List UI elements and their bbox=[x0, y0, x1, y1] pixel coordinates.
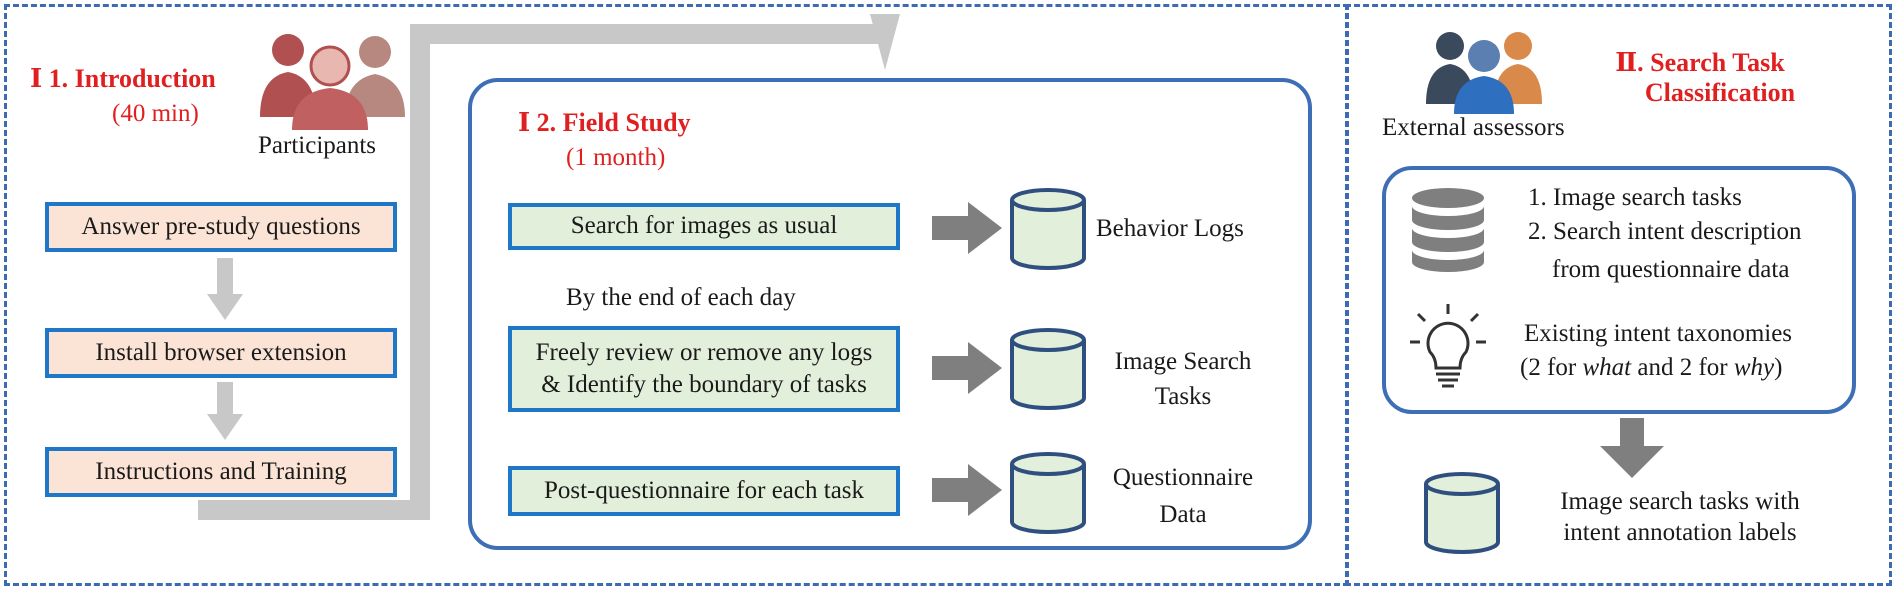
field-study-title: Ⅰ 2. Field Study bbox=[518, 108, 691, 137]
image-search-tasks-line1: Image Search bbox=[1114, 348, 1252, 375]
post-questionnaire-box: Post-questionnaire for each task bbox=[508, 466, 900, 516]
result-db-icon bbox=[1424, 472, 1500, 554]
result-line1: Image search tasks with bbox=[1560, 488, 1800, 515]
image-search-tasks-line2: Tasks bbox=[1154, 383, 1212, 411]
taxonomy-why: why bbox=[1733, 354, 1775, 381]
classification-inputs-panel bbox=[1382, 166, 1856, 414]
input-item-2-cont: from questionnaire data bbox=[1552, 256, 1790, 283]
image-search-tasks-label: Image Search Tasks bbox=[1088, 346, 1278, 413]
right-arrow-3 bbox=[932, 464, 1002, 516]
taxonomy-line1: Existing intent taxonomies bbox=[1524, 320, 1793, 347]
assessors-label: External assessors bbox=[1382, 114, 1565, 141]
step-instructions-training: Instructions and Training bbox=[45, 447, 397, 497]
step-install-extension: Install browser extension bbox=[45, 328, 397, 378]
review-logs-line1: Freely review or remove any logs bbox=[535, 338, 873, 366]
input-item-1: 1. Image search tasks bbox=[1528, 184, 1742, 211]
end-of-day-text: By the end of each day bbox=[566, 284, 796, 311]
section-2-title: Ⅱ. Search Task Classification bbox=[1570, 48, 1830, 108]
intro-title: Ⅰ 1. Introduction bbox=[30, 64, 216, 93]
assessors-icon bbox=[1426, 32, 1542, 114]
section-2-title-line1: Ⅱ. Search Task bbox=[1615, 48, 1785, 77]
questionnaire-db-icon bbox=[1010, 452, 1086, 534]
participants-label: Participants bbox=[258, 132, 377, 159]
database-stack-icon bbox=[1412, 188, 1484, 272]
result-label: Image search tasks with intent annotatio… bbox=[1520, 486, 1840, 549]
review-logs-box: Freely review or remove any logs & Ident… bbox=[508, 326, 900, 412]
section-2-frame bbox=[1345, 4, 1892, 586]
behavior-logs-db-icon bbox=[1010, 188, 1086, 270]
down-arrow-1 bbox=[207, 258, 243, 320]
section-2-title-line2: Classification bbox=[1644, 78, 1796, 107]
taxonomy-mid: and 2 for bbox=[1631, 354, 1734, 381]
taxonomy-what: what bbox=[1582, 354, 1632, 381]
search-images-box: Search for images as usual bbox=[508, 203, 900, 250]
result-line2: intent annotation labels bbox=[1563, 519, 1797, 547]
right-arrow-1 bbox=[932, 202, 1002, 254]
taxonomy-pre: (2 for bbox=[1520, 354, 1583, 381]
review-logs-line2: & Identify the boundary of tasks bbox=[541, 371, 867, 398]
step-pre-study-questions: Answer pre-study questions bbox=[45, 202, 397, 252]
down-arrow-result bbox=[1600, 418, 1664, 478]
image-search-tasks-db-icon bbox=[1010, 328, 1086, 410]
right-arrow-2 bbox=[932, 342, 1002, 394]
taxonomy-end: ) bbox=[1774, 354, 1783, 381]
connector-arrowhead bbox=[870, 14, 900, 70]
down-arrow-2 bbox=[207, 382, 243, 440]
participants-icon bbox=[260, 34, 405, 130]
input-item-2: 2. Search intent description bbox=[1528, 218, 1802, 245]
questionnaire-data-label: Questionnaire Data bbox=[1088, 462, 1278, 531]
behavior-logs-label: Behavior Logs bbox=[1096, 215, 1244, 242]
lightbulb-icon bbox=[1410, 304, 1486, 388]
questionnaire-data-line1: Questionnaire bbox=[1112, 464, 1254, 491]
questionnaire-data-line2: Data bbox=[1159, 501, 1207, 529]
field-study-duration: (1 month) bbox=[566, 144, 666, 171]
intro-duration: (40 min) bbox=[112, 100, 199, 127]
taxonomy-line2: (2 for what and 2 for why) bbox=[1520, 352, 1782, 383]
